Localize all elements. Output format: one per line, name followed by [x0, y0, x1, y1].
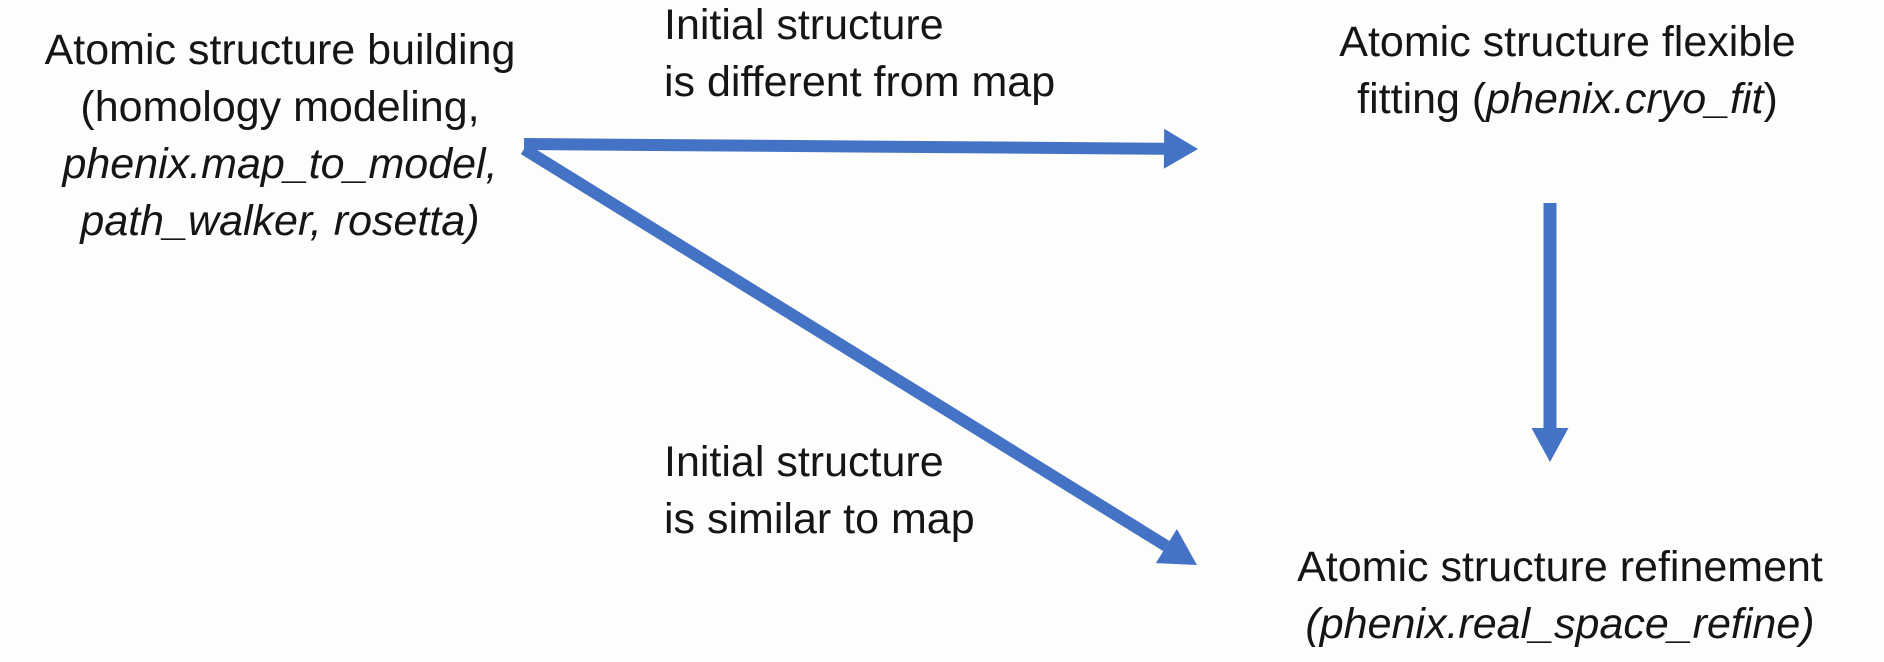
fitting-program-name: phenix.cryo_fit [1486, 75, 1764, 123]
condition-similar-label: Initial structure is similar to map [664, 434, 975, 548]
fitting-line-1: Atomic structure flexible [1339, 18, 1796, 66]
refinement-node: Atomic structure refinement (phenix.real… [1245, 539, 1875, 653]
condition-similar-line-1: Initial structure [664, 438, 944, 486]
building-line-2: (homology modeling, [80, 83, 480, 131]
condition-different-line-1: Initial structure [664, 1, 944, 49]
atomic-structure-building-node: Atomic structure building (homology mode… [2, 22, 558, 250]
condition-different-label: Initial structure is different from map [664, 0, 1055, 111]
flexible-fitting-node: Atomic structure flexible fitting (pheni… [1255, 14, 1880, 128]
fitting-line-2-suffix: ) [1763, 75, 1778, 123]
building-to-fitting-arrow-shaft [523, 138, 1165, 155]
refinement-program-name: phenix.real_space_refine [1319, 600, 1801, 648]
fitting-line-2: fitting (phenix.cryo_fit) [1255, 71, 1880, 128]
fitting-to-refinement-arrow-head [1531, 428, 1569, 462]
building-to-fitting-arrow-head [1163, 128, 1198, 169]
refinement-line-2-prefix: ( [1305, 600, 1320, 648]
condition-similar-line-2: is similar to map [664, 495, 975, 543]
condition-different-line-2: is different from map [664, 58, 1056, 106]
refinement-line-2-suffix: ) [1800, 600, 1815, 648]
refinement-line-2: (phenix.real_space_refine) [1245, 596, 1875, 653]
refinement-line-1: Atomic structure refinement [1297, 543, 1823, 591]
building-line-3: phenix.map_to_model, [62, 140, 498, 188]
building-line-1: Atomic structure building [44, 26, 516, 74]
building-line-4: path_walker, rosetta) [80, 197, 480, 245]
fitting-line-2-prefix: fitting ( [1357, 75, 1487, 123]
building-to-refinement-arrow-shaft [520, 143, 1170, 552]
building-to-refinement-arrow-head [1155, 529, 1197, 565]
